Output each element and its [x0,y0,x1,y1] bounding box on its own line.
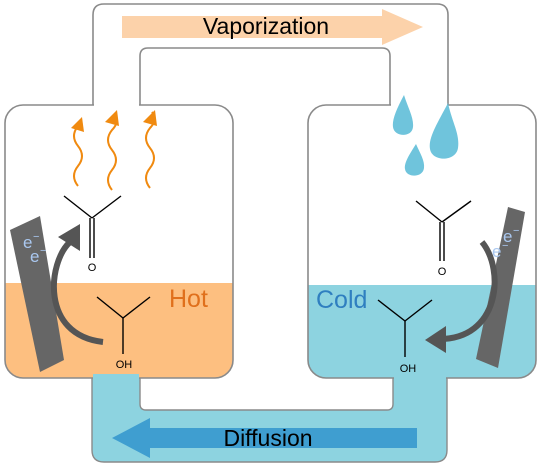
acetone-oxygen-left: O [88,262,97,274]
cold-electron-flow-arrowhead [425,326,446,353]
hot-bottom-opening [93,374,139,380]
heat-wave-1 [73,125,83,187]
heat-arrowhead-2 [105,110,119,126]
hot-electrode [10,216,64,372]
vaporization-arrow [122,9,423,45]
vaporization-label: Vaporization [203,13,329,39]
electron-label-right-1: e [503,227,512,246]
condensation-droplets [392,95,459,176]
isopropanol-hydroxyl-right: OH [400,363,417,375]
droplet-2 [429,103,459,159]
electron-label-left-2-sup: − [40,245,46,257]
droplet-3 [404,144,425,176]
cold-electrode [476,207,525,368]
electron-label-right-2-sup: − [502,240,508,252]
electron-label-left-1-sup: − [33,231,39,243]
hot-label: Hot [169,285,208,313]
hot-electron-flow-arrow [51,239,104,345]
isopropanol-molecule-left [96,296,151,354]
electron-label-left-1: e [23,233,32,252]
heat-wave-2 [107,113,118,191]
droplet-1 [392,95,414,135]
electron-label-right-1-sup: − [513,225,519,237]
acetone-molecule-right [415,200,472,261]
isopropanol-molecule-right [377,299,433,357]
cold-label: Cold [316,286,367,314]
diffusion-label: Diffusion [223,425,312,451]
cold-bottom-opening [394,374,446,380]
acetone-molecule-left [63,195,122,258]
cold-electron-flow-arrow [437,240,498,343]
electron-label-right-2: e [492,242,501,261]
isopropanol-hydroxyl-left: OH [116,359,133,371]
acetone-oxygen-right: O [438,266,447,278]
diffusion-arrow [112,418,417,458]
heat-arrowhead-3 [143,110,157,126]
heat-arrowhead-1 [71,117,84,132]
electron-label-left-2: e [30,247,39,266]
hot-electron-flow-arrowhead [58,224,80,251]
